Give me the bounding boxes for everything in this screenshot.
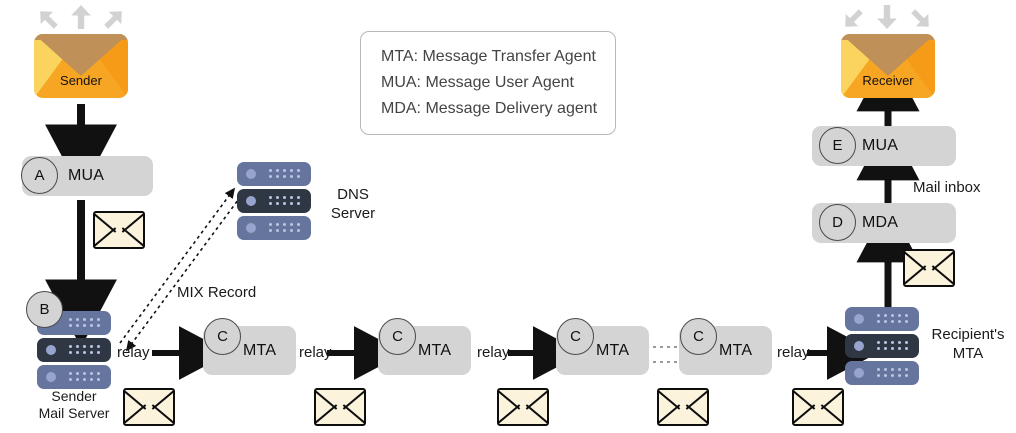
stage-label: MDA [862,214,899,231]
mail-flap [34,34,128,76]
badge-c-3: C [557,318,594,355]
dns-caption-1: DNS [337,186,369,203]
receiver-label: Receiver [862,73,914,88]
badge-c-4: C [680,318,717,355]
receiver-mail-icon: Receiver [841,34,935,98]
recipient-mta-server-icon[interactable] [845,307,919,385]
server-row-top [237,162,311,186]
dns-server-icon[interactable] [237,162,311,240]
relay-label-4: relay [777,344,810,361]
relay-label-1: relay [117,344,150,361]
legend-box: MTA: Message Transfer Agent MUA: Message… [360,31,616,135]
stage-label: MTA [243,341,277,359]
envelope-icon [93,211,145,249]
envelope-icon [314,388,366,426]
badge-d: D [819,204,856,241]
mix-record-label: MIX Record [177,284,257,301]
stage-label: MUA [862,137,899,154]
envelope-icon [497,388,549,426]
sender-mail-icon: Sender [34,34,128,98]
dns-caption-2: Server [330,205,376,222]
stage-label: MTA [596,341,630,359]
badge-c-1: C [204,318,241,355]
badge-c-2: C [379,318,416,355]
server-row-middle [237,189,311,213]
server-row-bottom [237,216,311,240]
envelope-icon [657,388,709,426]
mail-inbox-label: Mail inbox [913,179,981,196]
badge-e: E [819,127,856,164]
server-row-middle [845,334,919,358]
server-row-top [845,307,919,331]
stage-label: MTA [719,341,753,359]
mail-top-edge [34,34,128,40]
recipient-mta-caption-2: MTA [952,345,984,362]
sender-label: Sender [60,73,102,88]
stage-label: MTA [418,341,452,359]
server-row-bottom [845,361,919,385]
badge-a: A [21,157,58,194]
mail-flap [841,34,935,76]
sender-burst-arrows [40,5,122,29]
sender-mail-server-caption-2: Mail Server [38,405,110,421]
envelope-icon [123,388,175,426]
badge-b: B [26,291,63,328]
server-row-bottom [37,365,111,389]
mail-top-edge [841,34,935,40]
envelope-icon [903,249,955,287]
legend-line-mta: MTA: Message Transfer Agent [381,48,596,65]
relay-label-3: relay [477,344,510,361]
legend-line-mda: MDA: Message Delivery agent [381,100,598,117]
legend-line-mua: MUA: Message User Agent [381,74,574,91]
envelope-icon [792,388,844,426]
receiver-burst-arrows [845,5,929,29]
recipient-mta-caption-1: Recipient's [931,326,1005,343]
sender-mail-server-caption-1: Sender [51,388,97,404]
server-row-middle [37,338,111,362]
relay-label-2: relay [299,344,332,361]
stage-label: MUA [68,167,105,184]
